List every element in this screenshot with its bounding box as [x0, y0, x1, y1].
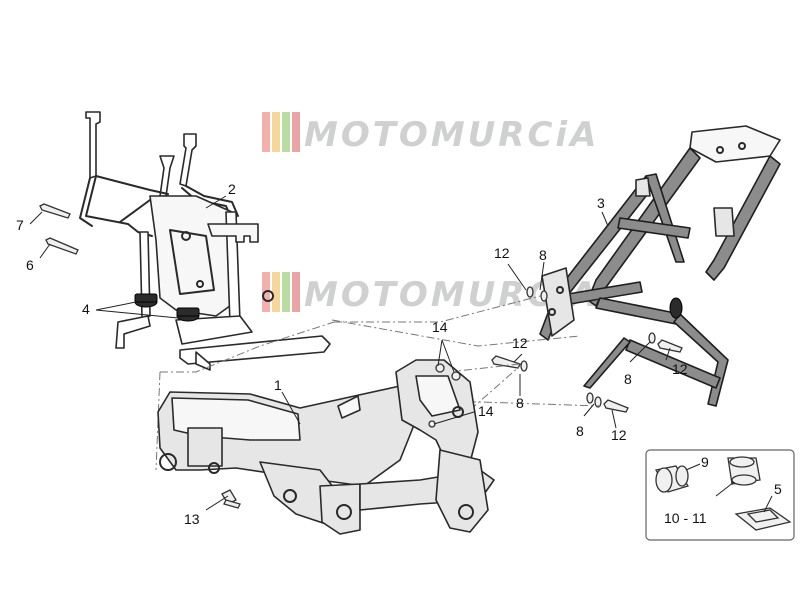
watermark-stripe [292, 112, 300, 152]
callout-labels: 1 2 3 4 5 6 7 8 8 8 8 9 10 - 11 12 12 12… [16, 181, 782, 527]
bolt-6 [45, 237, 79, 255]
callout-12-bottom: 12 [611, 427, 627, 443]
callout-1: 1 [274, 377, 282, 393]
pin-13 [221, 489, 241, 509]
callout-3: 3 [597, 195, 605, 211]
callout-4: 4 [82, 301, 90, 317]
callout-8-top: 8 [539, 247, 547, 263]
watermark-stripe [262, 112, 270, 152]
front-subframe [79, 111, 331, 371]
callout-6: 6 [26, 257, 34, 273]
callout-14-top: 14 [432, 319, 448, 335]
watermark-top: MOTOMURCiA [262, 112, 599, 155]
rear-subframe [539, 125, 781, 407]
watermark-stripe [272, 272, 280, 312]
watermark-text: MOTOMURCiA [304, 115, 599, 155]
callout-5: 5 [774, 481, 782, 497]
callout-8-bottom: 8 [576, 423, 584, 439]
callout-13: 13 [184, 511, 200, 527]
callout-2: 2 [228, 181, 236, 197]
inset-box [645, 449, 795, 541]
watermark-stripe [272, 112, 280, 152]
callout-12-mid: 12 [512, 335, 528, 351]
callout-8-mid: 8 [516, 395, 524, 411]
callout-12-right: 12 [672, 361, 688, 377]
callout-10-11: 10 - 11 [664, 510, 707, 526]
callout-9: 9 [701, 454, 709, 470]
leader-lines [29, 195, 773, 513]
bolt-7 [39, 203, 71, 219]
callout-14-bottom: 14 [478, 403, 494, 419]
main-frame [155, 295, 601, 535]
callout-7: 7 [16, 217, 24, 233]
watermark-stripe [282, 272, 290, 312]
watermark-stripe [282, 112, 290, 152]
callout-12-top: 12 [494, 245, 510, 261]
watermark-stripe [292, 272, 300, 312]
callout-8-right: 8 [624, 371, 632, 387]
